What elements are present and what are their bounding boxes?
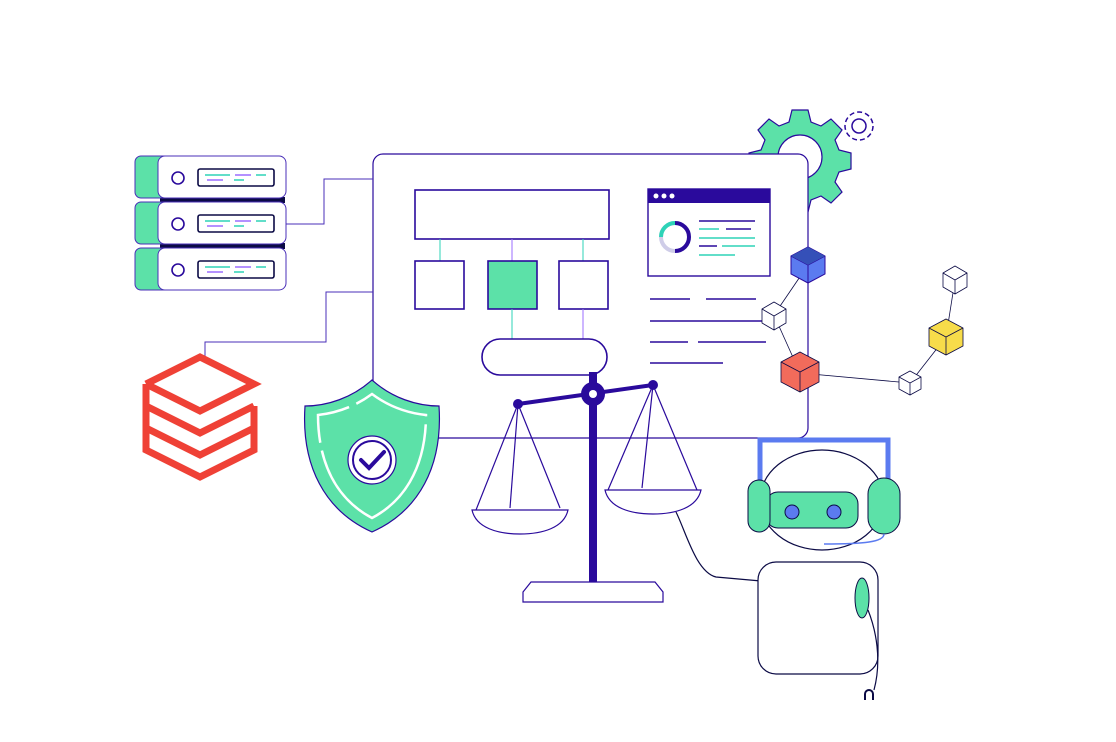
org-chart [414, 189, 610, 376]
balance-scale-icon [471, 372, 702, 603]
cube-white [942, 265, 968, 295]
text-lines [650, 298, 770, 364]
connector-line [204, 291, 373, 356]
browser-window-icon [647, 188, 771, 277]
server-stack-icon [134, 155, 287, 291]
cube-blue [790, 246, 826, 284]
donut-chart-icon [659, 221, 691, 253]
cube-white [898, 370, 922, 396]
cube-white [761, 301, 787, 331]
layers-logo-icon [142, 353, 262, 481]
cube-yellow [928, 318, 964, 356]
small-gear-icon [844, 111, 874, 141]
connector-line [286, 178, 373, 225]
cube-network-icon [761, 246, 968, 396]
robot-icon [675, 437, 901, 700]
cube-red [780, 351, 820, 393]
shield-check-icon [303, 379, 441, 533]
